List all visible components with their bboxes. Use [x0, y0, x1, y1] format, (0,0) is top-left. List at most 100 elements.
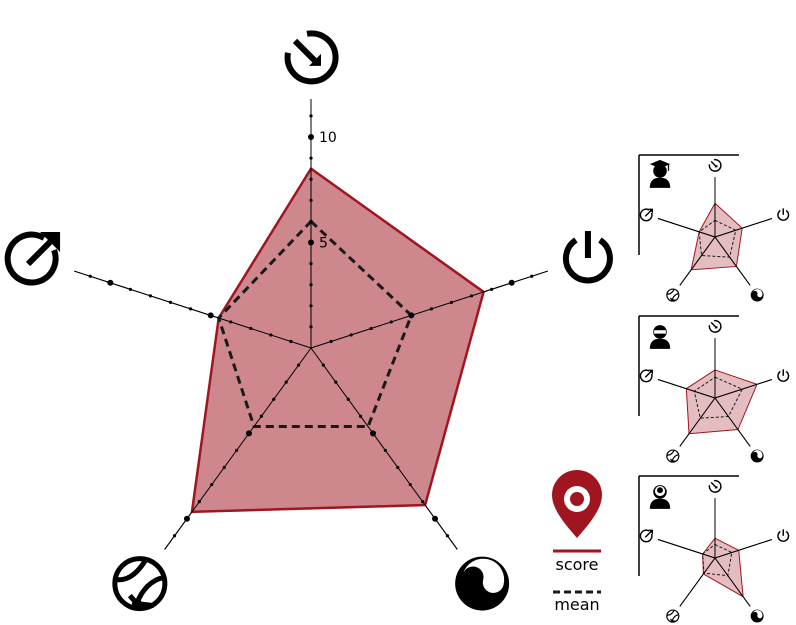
yin-yang-icon [455, 556, 510, 611]
axis-tick-dot [249, 326, 253, 331]
axis-tick-dot [370, 430, 377, 437]
axis-tick-dot [269, 333, 273, 337]
radar-axis-overlay [714, 218, 773, 238]
mean-polygon [216, 219, 414, 429]
legend: score mean [552, 470, 602, 614]
legend-mean-label: mean [554, 595, 599, 614]
external-arrow-icon [639, 208, 653, 222]
axis-tick-dot [183, 515, 190, 522]
axis-tick-dot [469, 294, 474, 298]
timer-icon [284, 30, 339, 85]
axis-tick-dot [289, 339, 293, 344]
axis-tick-dot [309, 177, 313, 181]
axis-tick-dot [229, 320, 233, 324]
axis-tick-dot [107, 279, 114, 286]
axis-tick-dot [309, 219, 313, 223]
axis-tick-dot [369, 326, 373, 331]
axis-tick-dot [445, 534, 450, 538]
external-arrow-icon [639, 369, 653, 383]
axis-tick-dot [309, 283, 313, 287]
yin-yang-icon [750, 449, 764, 463]
ball-icon [666, 449, 680, 463]
axis-tick-dot [128, 287, 132, 291]
axis-tick-dot [383, 448, 388, 453]
lightbulb-person-icon [649, 485, 671, 509]
axis-tick-dot [334, 380, 338, 384]
axis-tick-dot [197, 500, 201, 504]
timer-icon [708, 479, 722, 493]
axis-tick-dot [309, 156, 313, 160]
yin-yang-icon [750, 609, 764, 623]
mean-polygon [702, 543, 733, 577]
axis-tick-dot [508, 279, 515, 286]
radar-axis-overlay [714, 557, 751, 607]
radial-tick-label: 5 [319, 236, 328, 252]
radar-axis-overlay [714, 397, 751, 447]
axis-tick-dot [389, 320, 393, 324]
axis-tick-dot [259, 414, 263, 418]
score-polygon [190, 166, 486, 514]
axis-tick-dot [168, 300, 173, 304]
timer-icon [708, 158, 722, 172]
axis-tick-dot [88, 274, 92, 278]
axis-tick-dot [359, 414, 363, 418]
radar-axis-overlay [657, 379, 716, 399]
radar-axis-overlay [714, 379, 773, 399]
axis-tick-dot [408, 482, 412, 487]
mean-polygon [698, 219, 737, 258]
axis-tick-dot [396, 465, 400, 470]
axis-tick-dot [421, 500, 425, 504]
axis-tick-dot [408, 312, 415, 319]
radar-axis-overlay [679, 397, 716, 447]
axis-tick-dot [296, 363, 301, 367]
axis-tick-dot [245, 430, 252, 437]
radar-axis-overlay [714, 539, 773, 559]
timer-icon [708, 319, 722, 333]
axis-tick-dot [284, 380, 288, 384]
axis-tick-dot [309, 198, 313, 202]
axis-tick-dot [349, 333, 353, 337]
mini-radar-panel [638, 315, 790, 463]
axis-tick-dot [429, 307, 434, 311]
mean-polygon [693, 376, 743, 419]
radar-axis-overlay [679, 557, 716, 607]
main-radar-chart: 5 10 [4, 30, 613, 612]
mini-radar-panel [638, 475, 790, 623]
axis-tick-dot [329, 339, 333, 344]
axis-tick-dot [207, 312, 214, 319]
power-icon [777, 529, 790, 542]
axis-tick-dot [321, 363, 326, 367]
ball-icon [666, 288, 680, 302]
axis-tick-dot [346, 397, 350, 401]
yin-yang-icon [750, 288, 764, 302]
axis-tick-dot [530, 274, 534, 278]
graduate-person-icon [649, 159, 671, 188]
axis-tick-dot [309, 304, 313, 308]
radar-axis-overlay [657, 218, 716, 238]
axis-tick-dot [449, 300, 454, 304]
mini-radar-panel [638, 154, 790, 302]
legend-score-label: score [556, 555, 599, 574]
axis-tick-dot [308, 239, 314, 246]
score-polygon [685, 369, 758, 435]
radar-axis-overlay [714, 236, 751, 286]
axis-tick-dot [308, 134, 314, 140]
ninja-person-icon [649, 325, 671, 349]
axis-tick-dot [309, 325, 313, 329]
external-arrow-icon [639, 529, 653, 543]
location-pin-icon [552, 470, 602, 538]
radial-tick-label: 10 [319, 130, 337, 146]
axis-tick-dot [172, 534, 177, 538]
axis-tick-dot [309, 114, 313, 118]
axis-tick-dot [210, 482, 214, 487]
external-arrow-icon [4, 231, 61, 286]
radar-axis-overlay [657, 539, 716, 559]
power-icon [777, 208, 790, 221]
power-icon [777, 369, 790, 382]
ball-icon [112, 556, 168, 612]
axis-tick-dot [148, 294, 153, 298]
axis-tick-dot [309, 262, 313, 266]
axis-tick-dot [222, 465, 226, 470]
axis-tick-dot [490, 287, 494, 291]
